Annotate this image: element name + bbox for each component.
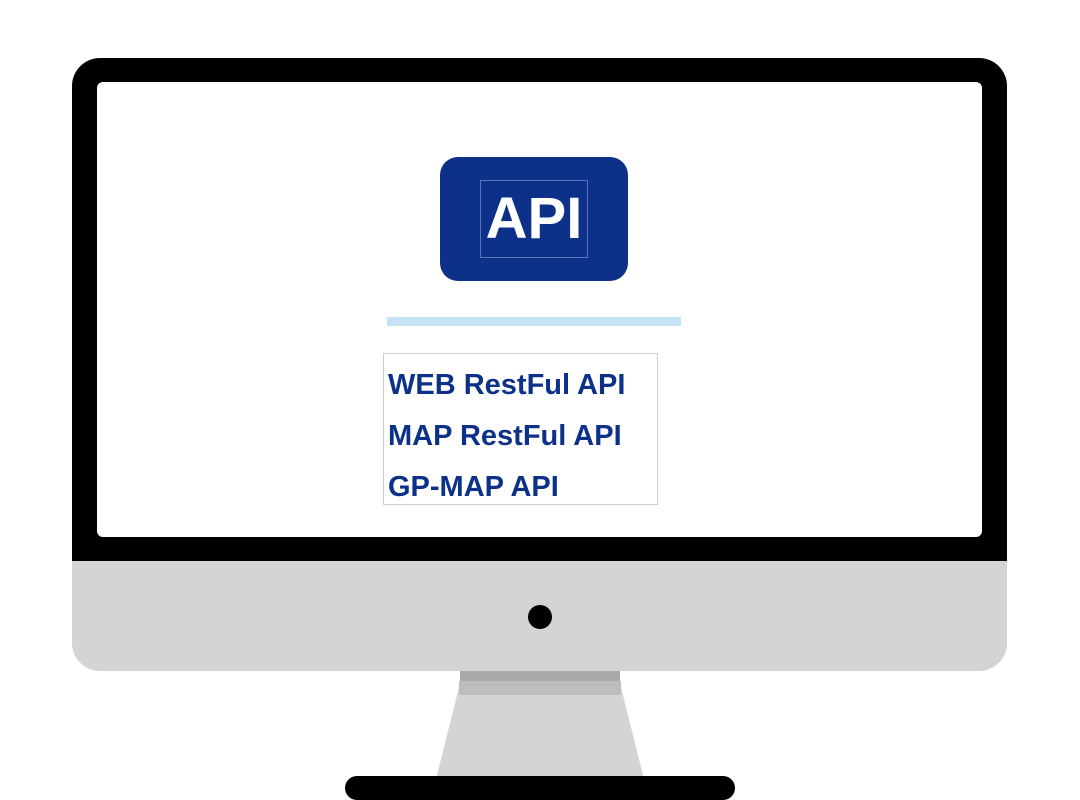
divider-line (387, 317, 681, 326)
monitor-stand-shadow-light (459, 681, 621, 695)
api-badge-frame: API (480, 180, 588, 258)
api-link-list: WEB RestFul API MAP RestFul API GP-MAP A… (383, 353, 658, 505)
map-restful-api-link[interactable]: MAP RestFul API (388, 420, 622, 452)
web-restful-api-link[interactable]: WEB RestFul API (388, 369, 626, 401)
api-badge: API (440, 157, 628, 281)
monitor-stand-base (345, 776, 735, 800)
camera-dot-icon (528, 605, 552, 629)
api-badge-label: API (485, 186, 583, 251)
monitor-stand-shadow (460, 671, 620, 681)
gp-map-api-link[interactable]: GP-MAP API (388, 471, 559, 503)
